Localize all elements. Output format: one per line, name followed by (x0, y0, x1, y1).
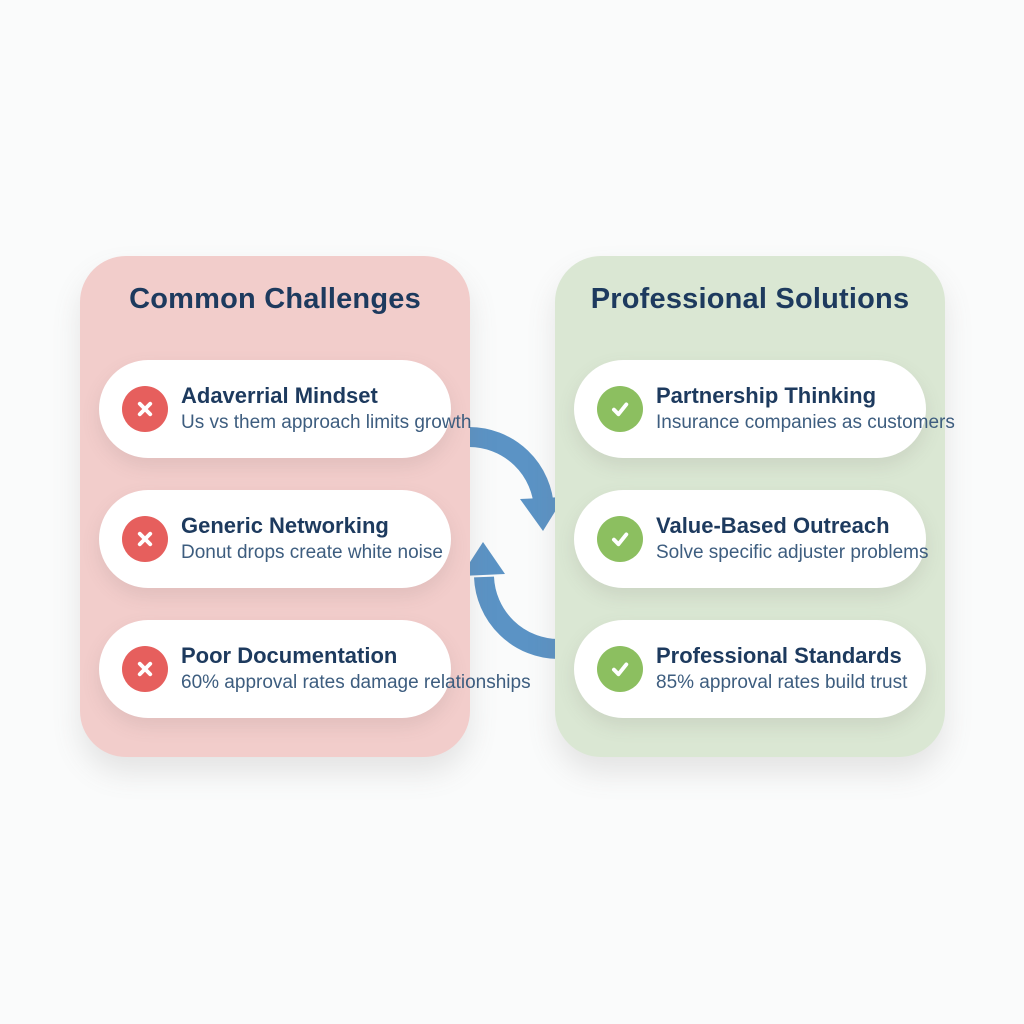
card-title: Poor Documentation (181, 643, 398, 668)
card-title: Partnership Thinking (656, 383, 877, 408)
card-subtitle: Insurance companies as customers (656, 412, 955, 433)
card-text: Adaverrial Mindset Us vs them approach l… (181, 382, 471, 436)
check-circle-icon (597, 646, 643, 692)
x-circle-icon (122, 516, 168, 562)
card-title: Value-Based Outreach (656, 513, 890, 538)
solutions-panel-title: Professional Solutions (590, 283, 910, 315)
card-subtitle: Donut drops create white noise (181, 542, 443, 563)
card-subtitle: 85% approval rates build trust (656, 672, 908, 693)
card-subtitle: Us vs them approach limits growth (181, 412, 472, 433)
challenges-card-list: Adaverrial Mindset Us vs them approach l… (80, 360, 531, 718)
challenges-panel: Common Challenges Adaverrial Mindset Us … (80, 256, 531, 757)
card-subtitle: 60% approval rates damage relationships (181, 672, 531, 693)
challenge-card-adversarial-mindset: Adaverrial Mindset Us vs them approach l… (99, 360, 471, 458)
card-text: Professional Standards 85% approval rate… (656, 642, 907, 696)
challenge-card-poor-documentation: Poor Documentation 60% approval rates da… (99, 620, 531, 718)
cycle-arrow-up-icon (461, 542, 574, 659)
card-subtitle: Solve specific adjuster problems (656, 542, 929, 563)
card-title: Adaverrial Mindset (181, 383, 378, 408)
solutions-card-list: Partnership Thinking Insurance companies… (555, 360, 955, 718)
solution-card-value-based-outreach: Value-Based Outreach Solve specific adju… (574, 490, 928, 588)
card-text: Generic Networking Donut drops create wh… (181, 512, 443, 566)
challenge-card-generic-networking: Generic Networking Donut drops create wh… (99, 490, 451, 588)
card-title: Professional Standards (656, 643, 902, 668)
challenges-panel-title: Common Challenges (129, 283, 421, 315)
card-text: Poor Documentation 60% approval rates da… (181, 642, 531, 696)
check-circle-icon (597, 516, 643, 562)
card-text: Value-Based Outreach Solve specific adju… (656, 512, 928, 566)
x-circle-icon (122, 646, 168, 692)
solution-card-professional-standards: Professional Standards 85% approval rate… (574, 620, 926, 718)
card-title: Generic Networking (181, 513, 389, 538)
x-circle-icon (122, 386, 168, 432)
card-text: Partnership Thinking Insurance companies… (656, 382, 955, 436)
check-circle-icon (597, 386, 643, 432)
cycle-arrow-down-icon (450, 426, 564, 531)
solutions-panel: Professional Solutions Partnership Think… (555, 256, 955, 757)
solution-card-partnership-thinking: Partnership Thinking Insurance companies… (574, 360, 955, 458)
